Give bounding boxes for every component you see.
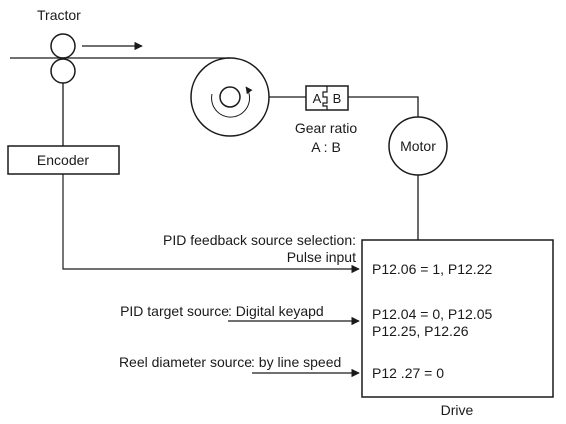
drive-label: Drive <box>441 402 474 418</box>
reel-source-label: Reel diameter source <box>119 354 252 370</box>
reel-source-value: : by line speed <box>251 354 341 370</box>
param-feedback: P12.06 = 1, P12.22 <box>372 261 492 277</box>
gear-a-label: A <box>313 91 322 106</box>
tractor-upper-roller <box>50 33 76 59</box>
gear-ratio-value: A : B <box>311 139 341 155</box>
target-source-label: PID target source <box>120 303 229 319</box>
tractor-lower-roller <box>50 58 76 84</box>
tractor-label: Tractor <box>37 7 81 23</box>
gear-b-label: B <box>333 91 342 106</box>
reel <box>190 57 270 137</box>
param-target-line2: P12.25, P12.26 <box>372 323 469 339</box>
feedback-source-label: PID feedback source selection: <box>163 232 356 248</box>
feedback-source-value: Pulse input <box>287 249 356 265</box>
reel-rotation-arrow <box>211 86 253 118</box>
encoder-label: Encoder <box>37 152 89 168</box>
gear-motor-shaft <box>348 96 419 117</box>
drive-box <box>361 239 554 398</box>
feedback-arrow <box>62 174 360 274</box>
reel-hub <box>219 86 241 108</box>
target-source-value: : Digital keyapd <box>228 303 324 319</box>
motor-label: Motor <box>400 138 436 154</box>
gear-coupling-icon <box>322 86 328 110</box>
param-target-line1: P12.04 = 0, P12.05 <box>372 306 492 322</box>
gear-ratio-label: Gear ratio <box>295 120 357 136</box>
param-reel: P12 .27 = 0 <box>372 365 444 381</box>
